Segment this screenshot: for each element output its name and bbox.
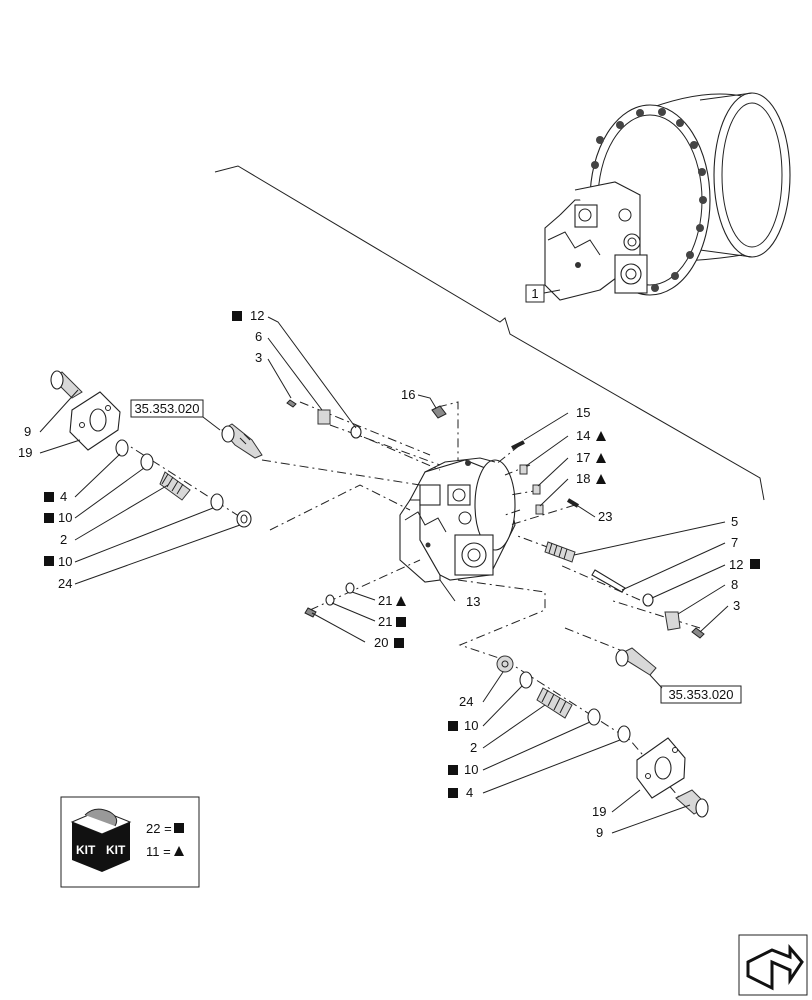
pin-17: [532, 484, 541, 495]
callout-p20: 20: [374, 635, 388, 650]
o-ring-4-bottom: [617, 725, 631, 743]
travel-motor-assembly: [544, 92, 791, 301]
callout-p9-top: 9: [24, 424, 31, 439]
connector-sensor-top: [221, 423, 263, 459]
callout-p6: 6: [255, 329, 262, 344]
washer-24-left: [236, 510, 252, 528]
callout-p3-top: 3: [255, 350, 262, 365]
callout-p12-right: 12: [729, 557, 743, 572]
callout-p9-bottom: 9: [596, 825, 603, 840]
kit-legend: KIT KIT 22 = 11 =: [60, 796, 200, 888]
callout-p13: 13: [466, 594, 480, 609]
svg-text:KIT: KIT: [106, 843, 126, 857]
callout-p17: 17: [576, 450, 590, 465]
callout-p10-bottom-a: 10: [464, 718, 478, 733]
ref-box-connector-top[interactable]: 35.353.020: [130, 399, 204, 418]
callout-p5: 5: [731, 514, 738, 529]
cover-plate-19-bottom: [636, 737, 686, 799]
bolt-16: [431, 405, 447, 419]
callout-p2-bottom: 2: [470, 740, 477, 755]
callout-p18: 18: [576, 471, 590, 486]
bolt-9-top: [50, 370, 83, 399]
callout-p10-bottom-b: 10: [464, 762, 478, 777]
ref-box-connector-bottom[interactable]: 35.353.020: [660, 685, 742, 704]
callout-connector-top: 35.353.020: [134, 401, 199, 416]
bolt-9-bottom: [675, 789, 709, 818]
callout-p21-a: 21: [378, 593, 392, 608]
pin-3-right: [691, 627, 705, 639]
callout-line1: 22 =: [146, 821, 172, 836]
callout-p2-left: 2: [60, 532, 67, 547]
section-bracket-line: [214, 165, 765, 501]
callout-p19-bottom: 19: [592, 804, 606, 819]
pin-3-top: [286, 399, 297, 408]
o-ring-10-left-a: [140, 453, 154, 471]
plug-8: [664, 611, 681, 631]
callout-assembly: 1: [531, 286, 538, 301]
callout-p21-b: 21: [378, 614, 392, 629]
o-ring-10-bottom-a: [519, 671, 533, 689]
o-ring-12-right: [642, 593, 654, 607]
o-ring-10-bottom-b: [587, 708, 601, 726]
ref-box-assembly[interactable]: 1: [525, 284, 545, 303]
spring-5: [544, 541, 576, 563]
ring-21-b: [325, 594, 335, 606]
rod-7: [591, 569, 626, 593]
callout-p15: 15: [576, 405, 590, 420]
next-page-nav-icon[interactable]: [738, 934, 808, 996]
pin-23: [566, 498, 580, 508]
spring-2-bottom: [536, 687, 573, 719]
plug-6: [317, 409, 331, 425]
callout-line2: 11 =: [146, 844, 171, 859]
pin-15: [511, 440, 525, 450]
valve-block-13: [399, 457, 516, 583]
callout-p12-top: 12: [250, 308, 264, 323]
callout-p3-right: 3: [733, 598, 740, 613]
o-ring-10-left-b: [210, 493, 224, 511]
pin-20: [304, 607, 317, 618]
callout-p4-bottom: 4: [466, 785, 473, 800]
callout-p24-left: 24: [58, 576, 72, 591]
o-ring-4-left: [115, 439, 129, 457]
callout-p23: 23: [598, 509, 612, 524]
callout-p16: 16: [401, 387, 415, 402]
callout-connector-bottom: 35.353.020: [668, 687, 733, 702]
kit-box-icon: KIT KIT: [70, 808, 132, 872]
callout-p10-left-b: 10: [58, 554, 72, 569]
spring-2-left: [159, 471, 191, 501]
svg-text:KIT: KIT: [76, 843, 96, 857]
callout-p14: 14: [576, 428, 590, 443]
washer-24-bottom: [496, 655, 514, 673]
callout-p7: 7: [731, 535, 738, 550]
leader-lines: [39, 316, 729, 834]
o-ring-12-top: [350, 425, 362, 439]
callout-p10-left-a: 10: [58, 510, 72, 525]
callout-p24-bottom: 24: [459, 694, 473, 709]
callout-p8: 8: [731, 577, 738, 592]
pin-18: [535, 504, 544, 515]
ring-21-a: [345, 582, 355, 594]
callout-p19-top: 19: [18, 445, 32, 460]
cover-plate-19-top: [69, 391, 121, 451]
connector-sensor-bottom: [615, 647, 657, 676]
pin-14: [519, 464, 528, 475]
callout-p4-left: 4: [60, 489, 67, 504]
